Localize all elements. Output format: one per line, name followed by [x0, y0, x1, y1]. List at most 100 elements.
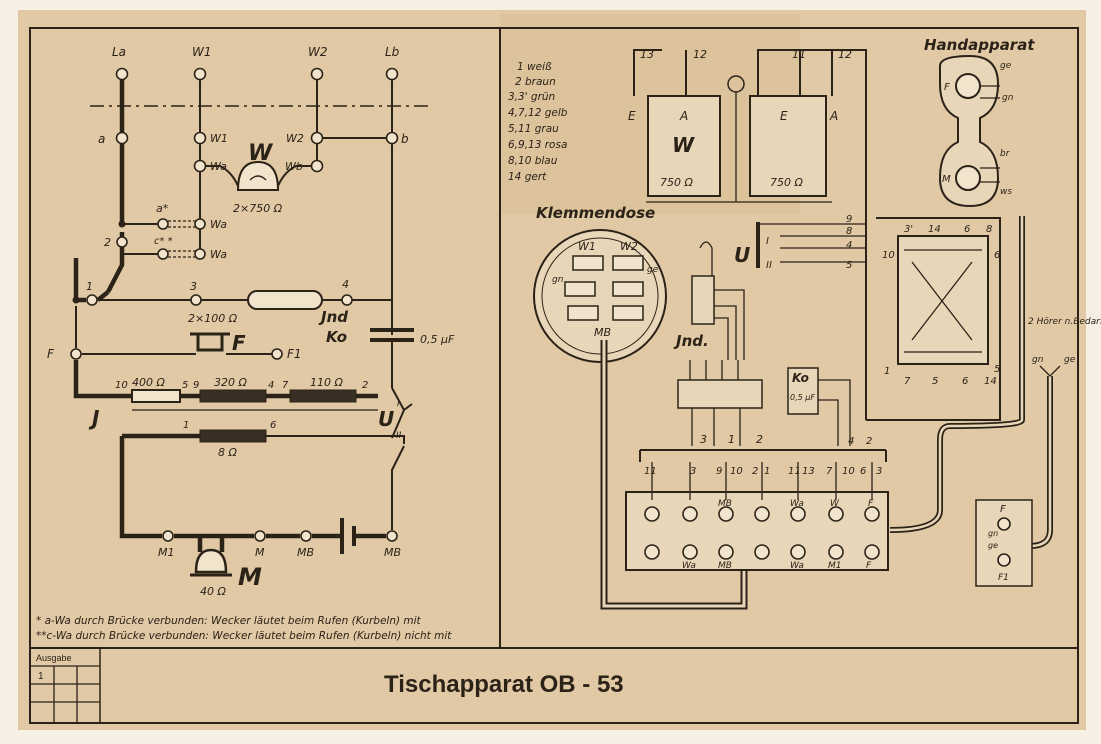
hook-bottom: 6: [962, 376, 968, 387]
label-mb: MB: [297, 546, 314, 559]
terminal-w1: [193, 67, 207, 81]
terminal-b: [385, 131, 399, 145]
strip-screw: [828, 506, 844, 522]
kd-terminal-block-3: [564, 281, 596, 297]
bell-term-12: 12: [693, 48, 707, 61]
hoerer-ge: ge: [1064, 355, 1076, 365]
color-7: 8,10 blau: [508, 155, 558, 167]
bell-r1: 750 Ω: [660, 176, 693, 189]
hand-br: br: [1000, 149, 1011, 159]
ko-label: Ko: [792, 371, 809, 385]
hand-ge: ge: [1000, 61, 1012, 71]
u-num-4: 4: [846, 240, 852, 251]
handapparat-title: Handapparat: [924, 36, 1035, 54]
hook-10: 10: [882, 250, 895, 261]
drawing-title: Tischapparat OB - 53: [384, 671, 624, 698]
label-a: a: [98, 132, 105, 146]
bell-frame: [646, 92, 832, 203]
hook-bottom: 5: [994, 364, 1000, 375]
u-wires: [760, 223, 866, 263]
wire-left-down: [119, 436, 162, 539]
strip-screw: [754, 544, 770, 560]
terminal-4: [341, 294, 353, 306]
strip-screw: [754, 506, 770, 522]
label-wa-3: Wa: [210, 248, 227, 261]
terminal-2: [116, 236, 128, 248]
strip-num: 13: [802, 466, 815, 477]
kd-terminal-block-4: [612, 281, 644, 297]
wire-coil-row: [73, 360, 132, 399]
label-r320: 320 Ω: [214, 376, 247, 389]
strip-top-f: F: [868, 499, 874, 509]
label-5: 5: [182, 380, 188, 391]
strip-num: 1: [764, 466, 770, 477]
u-ii: II: [766, 260, 772, 271]
color-legend: 1 weiß 2 braun 3,3' grün 4,7,12 gelb 5,1…: [508, 61, 568, 183]
hook-top-14: 14: [928, 224, 941, 235]
relay-num-3: 3: [700, 433, 707, 446]
strip-leads: [651, 462, 873, 500]
ind-label: Jnd.: [673, 332, 709, 350]
ko-box: [787, 367, 819, 415]
hook-bottom: 5: [932, 376, 938, 387]
terminal-m1: [162, 530, 174, 542]
label-m1: M1: [158, 546, 175, 559]
handset-cable-inner: [889, 216, 1024, 532]
hook-bottom: 7: [904, 376, 911, 387]
strip-bot-f: F: [866, 561, 872, 571]
edition-table: [29, 647, 101, 724]
f-switch: [190, 332, 230, 352]
bell-term-13: 13: [640, 48, 654, 61]
hook-bottom-labels: 1 7 5 6 14 5: [884, 364, 1000, 387]
strip-screw: [682, 506, 698, 522]
bell-spec: 2×750 Ω: [233, 202, 283, 215]
label-m: M: [255, 546, 265, 559]
hook-switch-blade: [96, 290, 110, 302]
bell-a: A: [679, 109, 688, 123]
terminal-w2-inner: [310, 131, 324, 145]
relay-right: 2: [866, 436, 872, 447]
color-2: 2 braun: [515, 76, 556, 88]
label-wa-2: Wa: [210, 218, 227, 231]
edition-label: Ausgabe: [36, 653, 72, 663]
coil-8: [199, 429, 267, 443]
strip-bot-m1: M1: [828, 561, 842, 571]
paper-print-area: [18, 10, 1086, 730]
f-spec: 2×100 Ω: [188, 312, 238, 325]
label-2b: 2: [362, 380, 368, 391]
receiver-capsule-icon: [955, 73, 981, 99]
bell-wire-right: [277, 165, 311, 187]
bell-term-11: 11: [792, 48, 806, 61]
strip-num: 11: [644, 466, 657, 477]
terminal-label-w2: W2: [308, 45, 328, 59]
f-box: [975, 499, 1033, 587]
terminal-w2: [310, 67, 324, 81]
strip-screw: [864, 544, 880, 560]
coil-110: [289, 389, 357, 403]
strip-bot-wa2: Wa: [790, 561, 804, 571]
title-block: Ausgabe 1 Tischapparat OB - 53: [29, 647, 1078, 724]
hand-m: M: [942, 174, 951, 185]
bell-coil-left: [647, 95, 721, 197]
bell-wire-left: [206, 165, 239, 187]
label-1b: 1: [183, 420, 189, 431]
label-u-1: I: [397, 399, 400, 409]
strip-screw: [644, 506, 660, 522]
label-4b: 4: [268, 380, 274, 391]
strip-bot-wa: Wa: [682, 561, 696, 571]
terminal-a-star: [157, 218, 169, 230]
label-mic: M: [238, 563, 262, 591]
handset-leads: [980, 85, 1000, 183]
strip-top-w: W: [830, 499, 840, 509]
label-3: 3: [190, 280, 197, 293]
u-label: U: [734, 243, 750, 267]
terminal-3: [190, 294, 202, 306]
bell-a2: A: [829, 109, 838, 123]
bell-w: W: [672, 133, 695, 157]
hook-top-3: 3': [904, 224, 913, 235]
resistor-400: [131, 389, 181, 403]
bell-e: E: [628, 109, 636, 123]
hook-harness: [866, 217, 1001, 421]
strip-harness: [639, 449, 887, 462]
label-w1-inner: W1: [210, 132, 228, 145]
